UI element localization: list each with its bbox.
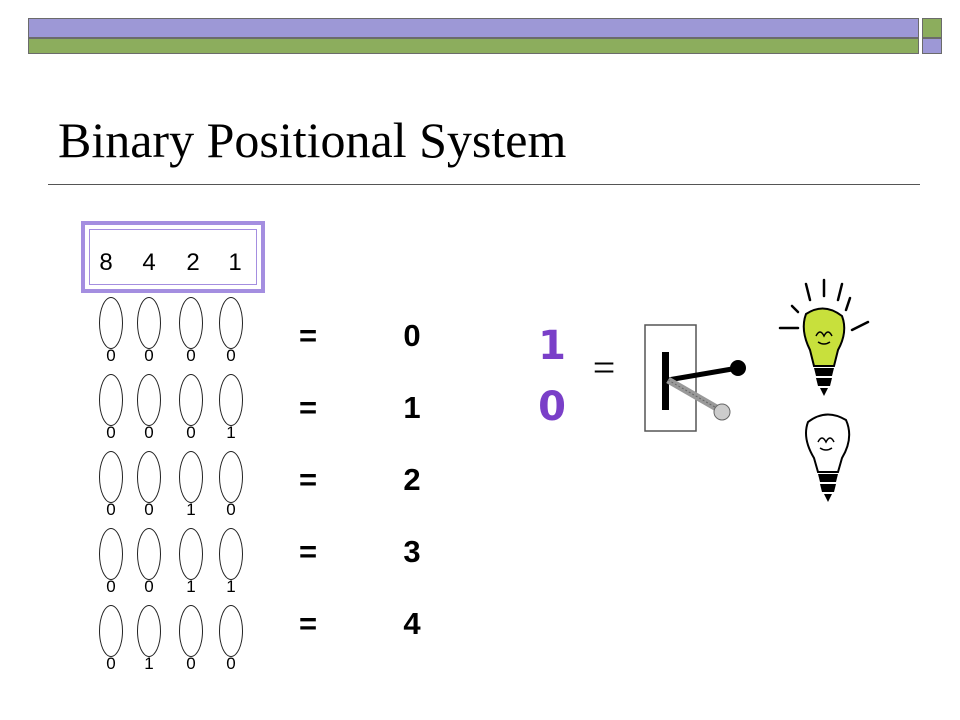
bit-digit: 0 <box>144 577 154 596</box>
bit-oval <box>219 451 243 503</box>
header-bar-green <box>28 38 919 54</box>
bit-digit: 0 <box>186 346 196 365</box>
row-decimal-value: 0 <box>403 318 421 353</box>
bit-oval <box>179 451 203 503</box>
row-equals: = <box>298 318 318 353</box>
bit-zero: 0 <box>538 384 566 430</box>
row-equals: = <box>298 390 318 425</box>
bit-digit: 0 <box>186 423 196 442</box>
place-value-2: 2 <box>186 249 200 276</box>
row-decimal-value: 4 <box>403 606 421 641</box>
title-divider <box>48 184 920 185</box>
bit-oval <box>99 528 123 580</box>
bit-digit: 0 <box>226 500 236 519</box>
bit-digit: 0 <box>144 500 154 519</box>
bit-oval <box>219 297 243 349</box>
lightbulb-on-icon <box>778 278 870 396</box>
analogy-equals: = <box>592 345 616 390</box>
bit-oval <box>219 528 243 580</box>
bit-oval <box>179 297 203 349</box>
bit-digit: 0 <box>226 654 236 673</box>
bit-digit: 0 <box>144 423 154 442</box>
bit-digit: 0 <box>186 654 196 673</box>
bit-oval <box>219 605 243 657</box>
row-equals: = <box>298 606 318 641</box>
bit-oval <box>99 605 123 657</box>
bit-digit: 1 <box>186 500 196 519</box>
bit-oval <box>137 374 161 426</box>
bit-oval <box>99 297 123 349</box>
bit-oval <box>137 297 161 349</box>
bit-oval <box>179 605 203 657</box>
bit-oval <box>219 374 243 426</box>
bit-oval <box>179 374 203 426</box>
header-square-green <box>922 18 942 38</box>
row-decimal-value: 3 <box>403 534 421 569</box>
row-equals: = <box>298 534 318 569</box>
bit-digit: 1 <box>144 654 154 673</box>
bit-oval <box>99 451 123 503</box>
bit-digit: 0 <box>106 346 116 365</box>
bit-digit: 1 <box>226 577 236 596</box>
bit-oval <box>137 451 161 503</box>
place-value-4: 4 <box>142 249 156 276</box>
row-decimal-value: 1 <box>403 390 421 425</box>
row-equals: = <box>298 462 318 497</box>
bit-digit: 0 <box>106 654 116 673</box>
bit-digit: 1 <box>186 577 196 596</box>
header-square-purple <box>922 38 942 54</box>
bit-digit: 0 <box>106 577 116 596</box>
bit-digit: 0 <box>226 346 236 365</box>
slide-title: Binary Positional System <box>58 112 567 168</box>
bit-digit: 0 <box>106 423 116 442</box>
place-value-8: 8 <box>99 249 113 276</box>
bit-digit: 0 <box>144 346 154 365</box>
lightbulb-off-icon <box>805 413 851 502</box>
bit-oval <box>137 528 161 580</box>
header-bar-purple <box>28 18 919 38</box>
bit-digit: 1 <box>226 423 236 442</box>
bit-oval <box>137 605 161 657</box>
light-switch-icon <box>644 324 746 432</box>
place-value-box <box>81 221 265 293</box>
bit-oval <box>179 528 203 580</box>
bit-one: 1 <box>538 323 566 369</box>
place-value-1: 1 <box>228 249 242 276</box>
row-decimal-value: 2 <box>403 462 421 497</box>
bit-digit: 0 <box>106 500 116 519</box>
bit-oval <box>99 374 123 426</box>
